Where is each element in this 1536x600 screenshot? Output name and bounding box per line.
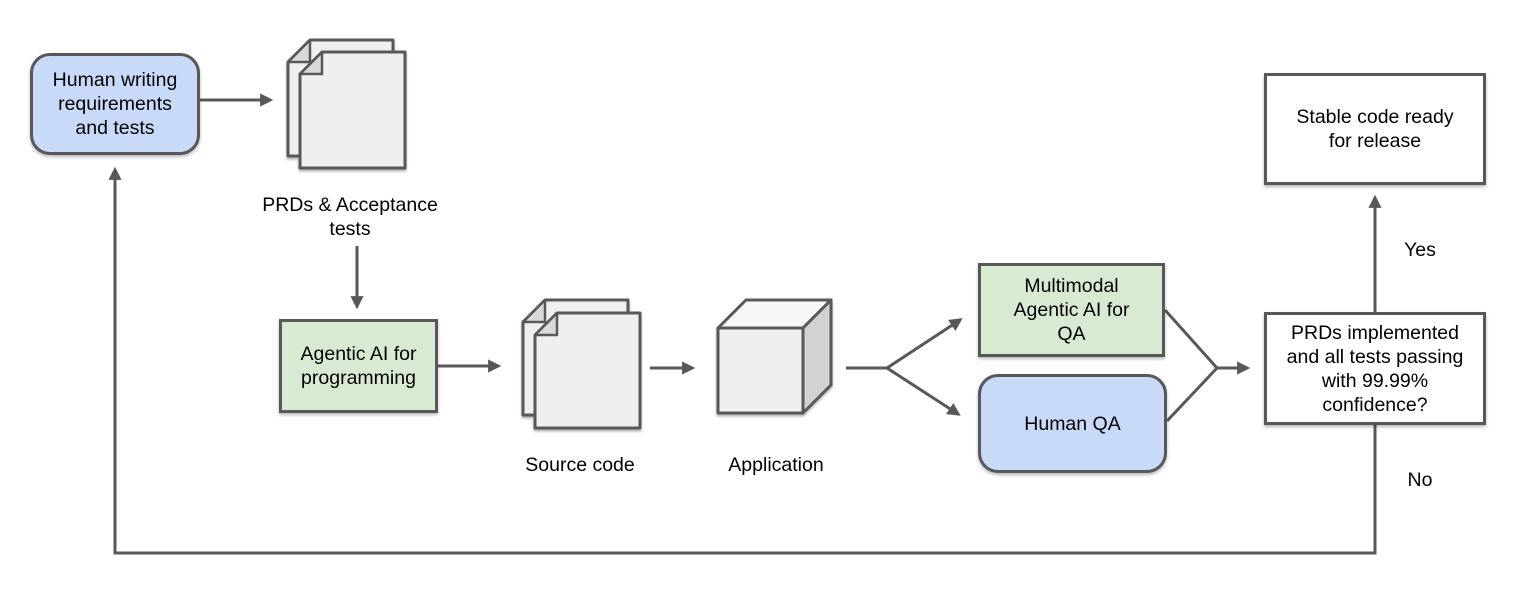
node-agentic-ai-programming-label: Agentic AI for programming: [300, 343, 417, 389]
documents-icon: [286, 38, 407, 170]
edge-human-qa-to-decision: [1165, 366, 1219, 423]
label-prds-acceptance-tests: PRDs & Acceptance tests: [262, 194, 438, 240]
label-no: No: [1407, 469, 1433, 491]
node-decision-tests-passing-label: PRDs implemented and all tests passing w…: [1286, 321, 1464, 416]
label-source-code: Source code: [525, 454, 635, 476]
cube-icon: [716, 298, 833, 415]
node-decision-tests-passing: PRDs implemented and all tests passing w…: [1264, 312, 1486, 425]
edge-branch-to-multimodal-qa: [886, 318, 963, 370]
label-yes: Yes: [1404, 239, 1436, 261]
node-human-qa: Human QA: [978, 374, 1167, 473]
documents-icon: [521, 298, 642, 430]
edge-multimodal-qa-to-decision: [1163, 308, 1251, 375]
node-human-writing-label: Human writing requirements and tests: [52, 69, 178, 139]
node-multimodal-agentic-ai-qa: Multimodal Agentic AI for QA: [978, 263, 1165, 357]
label-application: Application: [728, 454, 824, 476]
node-human-qa-label: Human QA: [1024, 412, 1121, 435]
node-stable-code-release-label: Stable code ready for release: [1296, 106, 1454, 152]
node-human-writing: Human writing requirements and tests: [30, 53, 200, 155]
node-agentic-ai-programming: Agentic AI for programming: [279, 319, 438, 413]
edge-branch-to-human-qa: [886, 366, 961, 416]
node-multimodal-agentic-ai-qa-label: Multimodal Agentic AI for QA: [1013, 275, 1130, 345]
node-stable-code-release: Stable code ready for release: [1264, 73, 1486, 185]
edge-decision-no-loopback: [108, 166, 1377, 555]
